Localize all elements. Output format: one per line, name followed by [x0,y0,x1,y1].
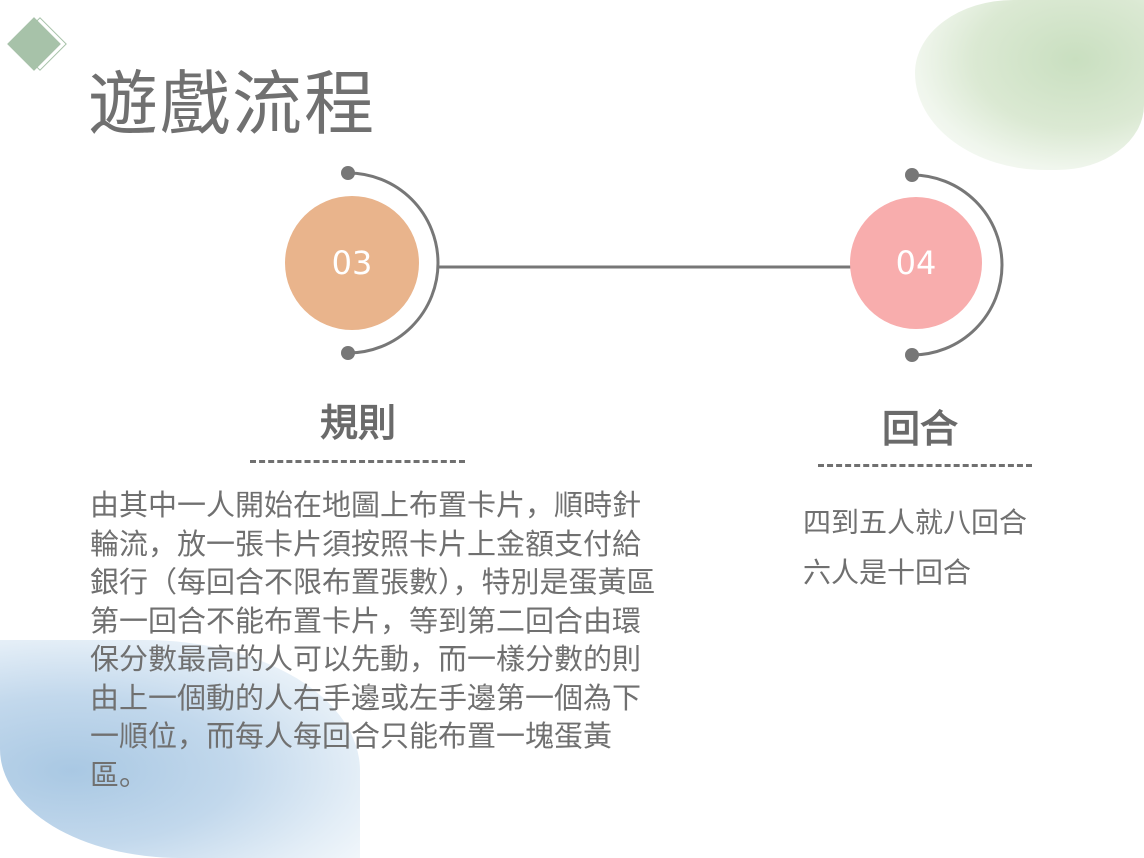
step-04-body: 四到五人就八回合 六人是十回合 [803,498,1103,598]
step-04-number: 04 [895,244,937,282]
step-03-arc [347,171,440,355]
step-03-heading: 規則 [319,401,396,445]
step-03-dot-bottom [341,346,355,360]
slide-title: 遊戲流程 [88,63,376,145]
step-04-line: 六人是十回合 [803,556,972,589]
step-03-body: 由其中一人開始在地圖上布置卡片，順時針輪流，放一張卡片須按照卡片上金額支付給銀行… [90,488,656,792]
step-03-divider [250,460,465,463]
step-04-dot-top [905,168,919,182]
step-04-arc [911,173,1004,357]
step-04-circle: 04 [850,197,982,329]
step-04-dot-bottom [905,348,919,362]
step-04-divider [818,464,1032,467]
step-03-number: 03 [331,244,373,282]
step-03-dot-top [341,166,355,180]
step-04-heading: 回合 [881,407,958,451]
step-03-circle: 03 [285,196,419,330]
step-04-line: 四到五人就八回合 [803,506,1028,539]
green-watercolor-decoration [915,0,1144,170]
